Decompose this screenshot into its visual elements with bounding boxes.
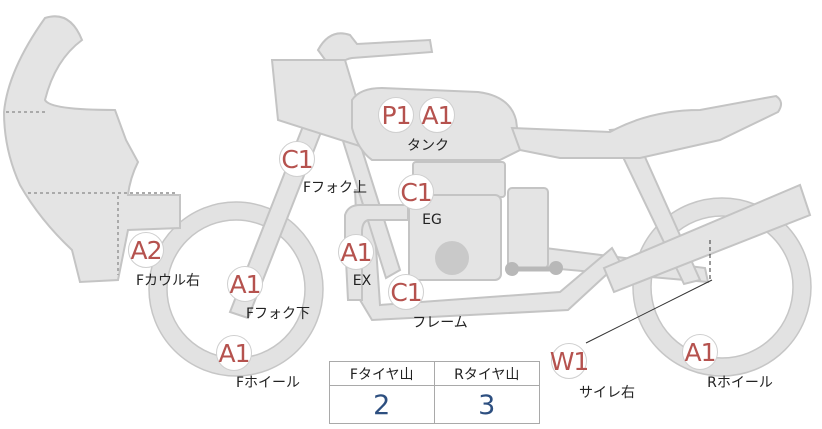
muffler-right-label: サイレ右 <box>579 385 635 401</box>
seat-shape <box>510 94 782 159</box>
fcowl-right-label: Fカウル右 <box>135 273 201 289</box>
ffork-upper-label: Fフォク上 <box>302 180 368 196</box>
rear-tread-value[interactable]: 3 <box>478 389 496 421</box>
rwheel-label: Rホイール <box>707 375 773 391</box>
frame-label: フレーム <box>412 315 468 331</box>
ffork-upper-badge[interactable]: C1 <box>279 141 315 177</box>
front-cowl-shape <box>2 15 181 284</box>
front-tread-value[interactable]: 2 <box>330 386 435 424</box>
exhaust-pipe-shape <box>344 204 409 301</box>
engine-shape <box>408 161 563 281</box>
ex-badge[interactable]: A1 <box>338 234 374 270</box>
frame-badge[interactable]: C1 <box>388 274 424 310</box>
muffler-leader-line <box>585 279 713 344</box>
muffler-right-badge[interactable]: W1 <box>550 343 589 379</box>
fwheel-badge[interactable]: A1 <box>216 335 252 371</box>
tire-tread-table: Fタイヤ山 Rタイヤ山 2 3 <box>329 361 540 424</box>
ffork-lower-badge[interactable]: A1 <box>227 266 263 302</box>
rear-tread-header: Rタイヤ山 <box>434 362 539 386</box>
tank-a-badge[interactable]: A1 <box>419 97 455 133</box>
eg-badge[interactable]: C1 <box>398 174 434 210</box>
fwheel-label: Fホイール <box>235 375 301 391</box>
tank-p-badge[interactable]: P1 <box>378 97 414 133</box>
tank-label: タンク <box>407 138 449 154</box>
ffork-lower-label: Fフォク下 <box>245 306 311 322</box>
rwheel-badge[interactable]: A1 <box>682 334 718 370</box>
front-tread-header: Fタイヤ山 <box>330 362 435 386</box>
muffler-shape <box>602 183 812 294</box>
fcowl-right-badge[interactable]: A2 <box>128 232 164 268</box>
ex-label: EX <box>352 273 372 289</box>
eg-label: EG <box>422 212 442 228</box>
rear-wheel-shape <box>632 197 812 377</box>
